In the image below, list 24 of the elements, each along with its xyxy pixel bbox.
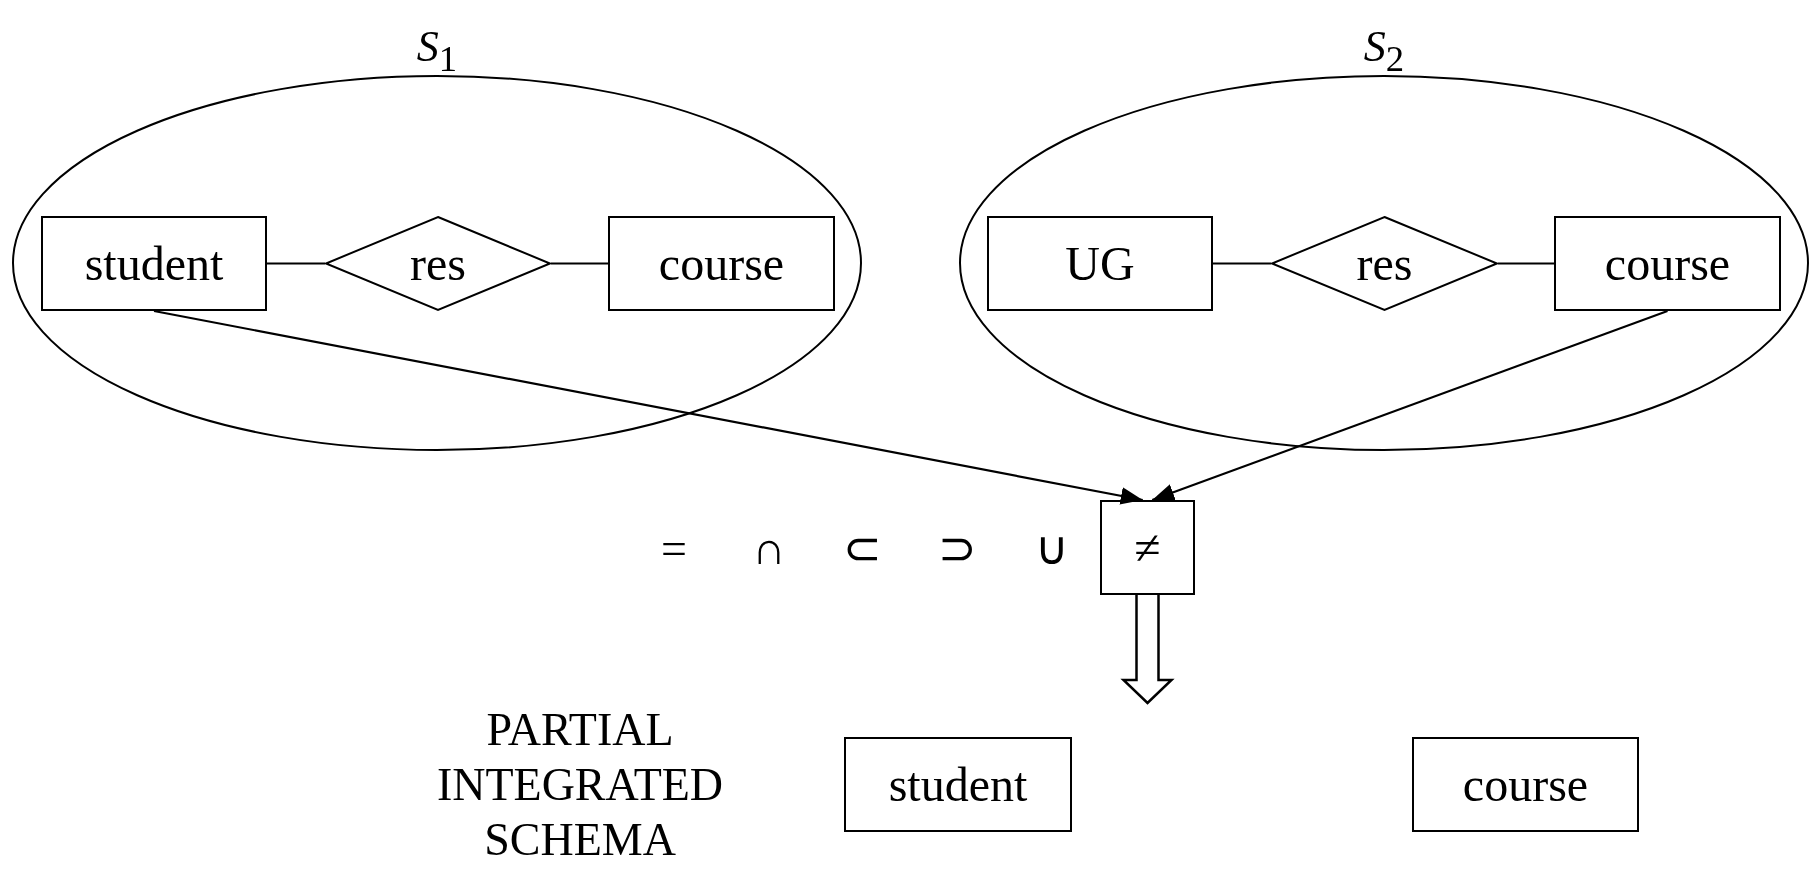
connector-line <box>267 262 325 265</box>
mapping-box: ≠ <box>1100 500 1195 595</box>
section-heading: PARTIAL INTEGRATED SCHEMA <box>435 703 725 868</box>
entity-box: UG <box>987 216 1213 311</box>
arrow <box>1151 309 1668 502</box>
relation-symbol: ⊃ <box>936 521 978 576</box>
schema-title: S$_{2}$ <box>1362 21 1406 81</box>
relation-symbol: ⊂ <box>841 521 883 576</box>
double-arrow <box>1120 593 1175 705</box>
entity-box: student <box>844 737 1072 832</box>
connector-line <box>551 262 608 265</box>
relation-symbol: ∪ <box>1034 521 1070 576</box>
arrow <box>153 309 1143 505</box>
relationship-diamond: res <box>325 216 551 311</box>
connector-line <box>1213 262 1271 265</box>
relation-symbol: ∩ <box>751 521 787 576</box>
schema-title: S$_{1}$ <box>415 21 459 81</box>
entity-box: student <box>41 216 267 311</box>
entity-box: course <box>608 216 835 311</box>
entity-box: course <box>1412 737 1639 832</box>
connector-line <box>1498 262 1554 265</box>
relation-symbol: = <box>660 521 688 576</box>
entity-box: course <box>1554 216 1781 311</box>
relationship-diamond: res <box>1271 216 1498 311</box>
